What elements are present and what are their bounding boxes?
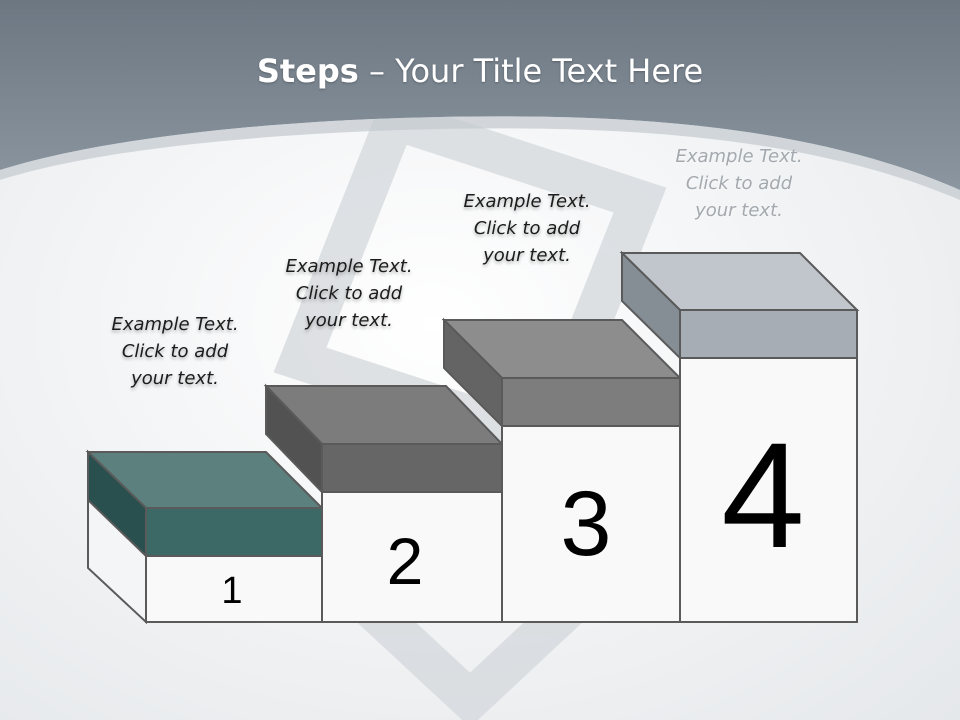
caption-line: Click to add <box>295 283 403 304</box>
caption-line: Click to add <box>121 341 229 362</box>
step-1-caption[interactable]: Example Text. Click to add your text. <box>80 311 270 392</box>
step-3-caption[interactable]: Example Text. Click to add your text. <box>432 188 622 269</box>
step-4-number: 4 <box>721 411 805 579</box>
caption-line: your text. <box>131 368 219 389</box>
title-rest: – Your Title Text Here <box>368 52 704 90</box>
header-band <box>0 0 960 190</box>
caption-line: Example Text. <box>111 314 239 335</box>
step-2-number: 2 <box>386 524 424 598</box>
caption-line: your text. <box>483 245 571 266</box>
slide-title[interactable]: Steps – Your Title Text Here <box>0 52 960 90</box>
caption-line: Click to add <box>685 173 793 194</box>
step-4-caption[interactable]: Example Text. Click to add your text. <box>644 143 834 224</box>
caption-line: Example Text. <box>285 256 413 277</box>
step-3-block[interactable] <box>441 317 683 623</box>
step-3-number: 3 <box>560 473 612 575</box>
step-1-number: 1 <box>221 570 243 612</box>
caption-line: Click to add <box>473 218 581 239</box>
step-2-block[interactable] <box>263 383 505 623</box>
caption-line: your text. <box>695 200 783 221</box>
caption-line: Example Text. <box>463 191 591 212</box>
step-4-block[interactable] <box>619 250 860 623</box>
caption-line: your text. <box>305 310 393 331</box>
title-bold: Steps <box>256 52 359 90</box>
step-1-block[interactable] <box>85 449 325 625</box>
step-2-caption[interactable]: Example Text. Click to add your text. <box>254 253 444 334</box>
caption-line: Example Text. <box>675 146 803 167</box>
header-highlight <box>0 116 960 200</box>
